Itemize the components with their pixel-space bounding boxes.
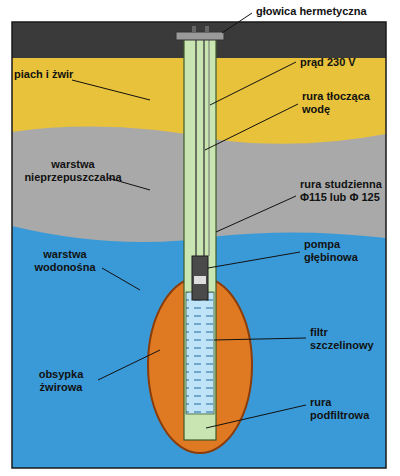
part-label: pompa głębinowa <box>304 238 374 264</box>
delivery-pipe <box>195 40 196 256</box>
well-casing <box>184 38 216 440</box>
well-head <box>176 32 224 40</box>
layer-label: piach i żwir <box>14 68 84 81</box>
well-head-fitting <box>205 26 209 32</box>
part-label: prąd 230 V <box>300 56 390 69</box>
pump-inlet <box>194 276 206 284</box>
part-label: rura tłocząca wodę <box>302 90 372 116</box>
leader-lines <box>72 13 306 428</box>
slotted-filter <box>186 292 214 414</box>
well-head-fitting <box>192 26 196 32</box>
deep-pump <box>192 256 208 300</box>
layer-label: warstwa wodonośna <box>20 248 110 274</box>
ground-outline <box>12 22 386 468</box>
part-label: rura podfiltrowa <box>310 396 386 422</box>
part-label: filtr szczelinowy <box>310 326 386 352</box>
part-label: głowica hermetyczna <box>256 5 396 18</box>
aquifer-layer <box>12 22 386 468</box>
delivery-pipe <box>203 40 204 256</box>
part-label: obsypka żwirowa <box>16 368 106 394</box>
part-label: rura studzienna Φ115 lub Φ 125 <box>300 178 384 204</box>
layer-label: warstwa nieprzepuszczalna <box>18 158 128 184</box>
